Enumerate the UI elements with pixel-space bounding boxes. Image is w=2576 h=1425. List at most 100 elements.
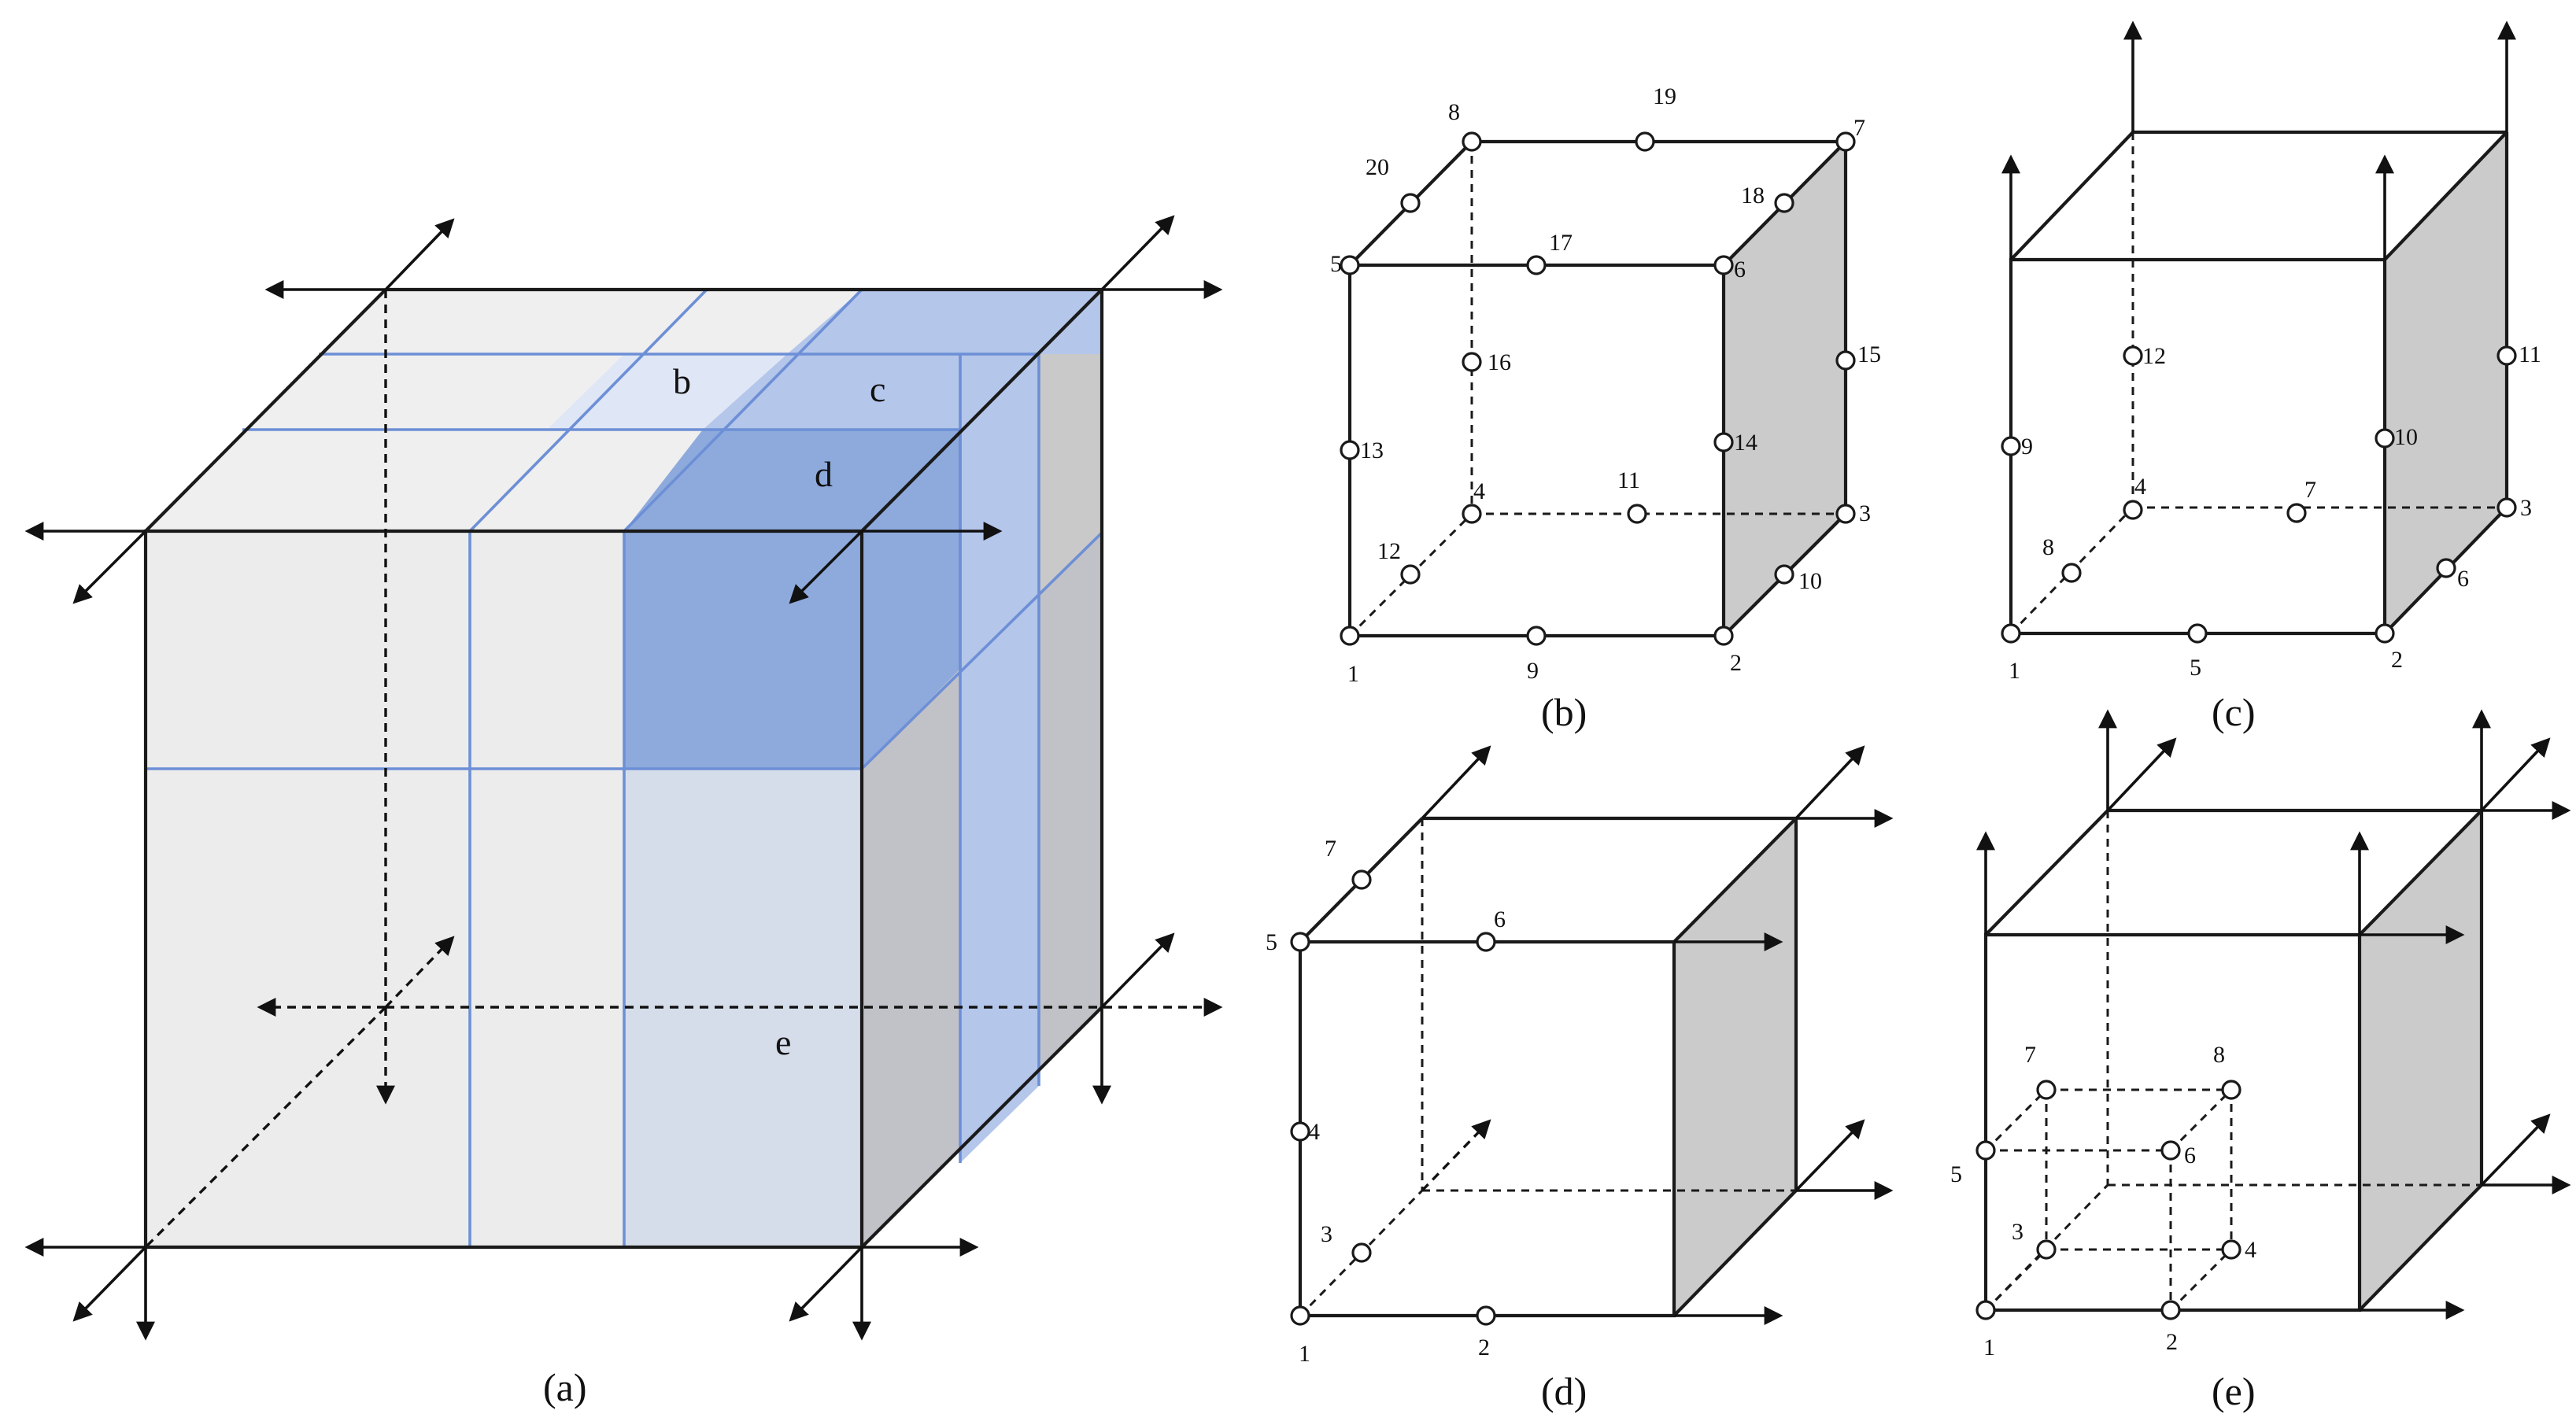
node-marker	[1340, 255, 1360, 275]
node-marker	[1290, 1305, 1310, 1326]
node-marker	[1340, 626, 1360, 646]
panel-c-nodes	[2001, 345, 2517, 644]
node-marker	[1713, 626, 1734, 646]
node-number-label: 1	[1299, 1341, 1310, 1367]
caption-a: (a)	[543, 1365, 587, 1409]
node-number-label: 20	[1366, 154, 1389, 180]
panel-e-node-labels: 1 2 3 4 5 6 7 8	[1950, 1042, 2256, 1360]
node-marker	[1713, 432, 1734, 452]
node-marker	[1627, 504, 1647, 524]
node-marker	[1635, 131, 1655, 152]
block-d-top	[624, 430, 960, 531]
node-number-label: 3	[1859, 500, 1871, 526]
panel-b: 1 2 3 4 5 6 7 8 9 10 11 12 13 14 15 16 1…	[1330, 83, 1881, 734]
node-number-label: 12	[2142, 343, 2166, 369]
block-c-region	[703, 354, 1039, 1163]
block-label-e: e	[775, 1022, 791, 1062]
node-marker	[1975, 1140, 1996, 1161]
node-number-label: 5	[2190, 655, 2201, 681]
caption-e: (e)	[2212, 1369, 2256, 1413]
node-marker	[1774, 193, 1794, 213]
node-marker	[1526, 255, 1547, 275]
node-marker	[1462, 131, 1482, 152]
node-number-label: 7	[2304, 477, 2316, 503]
node-number-label: 6	[1494, 906, 1506, 932]
panel-d-node-labels: 1 2 3 4 5 6 7	[1266, 836, 1506, 1367]
node-number-label: 19	[1653, 83, 1676, 109]
node-number-label: 2	[2391, 647, 2403, 673]
node-number-label: 9	[1527, 658, 1539, 684]
node-number-label: 14	[1734, 430, 1757, 456]
node-marker	[1526, 626, 1547, 646]
node-number-label: 1	[1983, 1335, 1995, 1360]
node-marker	[2286, 503, 2307, 523]
block-label-c: c	[870, 369, 885, 409]
caption-b: (b)	[1541, 690, 1587, 734]
block-d-side	[862, 430, 960, 769]
node-number-label: 7	[1853, 115, 1865, 141]
node-number-label: 5	[1950, 1161, 1962, 1187]
node-marker	[1975, 1300, 1996, 1320]
node-number-label: 4	[2134, 474, 2146, 500]
node-marker	[2001, 623, 2021, 644]
node-marker	[2187, 623, 2208, 644]
node-marker	[2221, 1080, 2242, 1100]
panel-a-axes	[24, 215, 1223, 1341]
node-marker	[2497, 497, 2517, 518]
node-number-label: 8	[2042, 534, 2054, 560]
node-marker	[2061, 563, 2082, 583]
block-b-top	[547, 354, 787, 430]
node-number-label: 15	[1857, 341, 1881, 367]
node-marker	[2497, 345, 2517, 366]
block-label-d: d	[815, 454, 833, 494]
node-number-label: 2	[2166, 1329, 2178, 1355]
node-number-label: 4	[1308, 1119, 1320, 1145]
caption-d: (d)	[1541, 1369, 1587, 1413]
node-number-label: 6	[2184, 1143, 2196, 1168]
node-number-label: 7	[2024, 1042, 2036, 1068]
node-number-label: 2	[1478, 1335, 1490, 1360]
panel-b-node-labels: 1 2 3 4 5 6 7 8 9 10 11 12 13 14 15 16 1…	[1330, 83, 1881, 687]
node-number-label: 12	[1377, 538, 1401, 564]
node-marker	[1462, 504, 1482, 524]
node-number-label: 6	[1734, 257, 1746, 282]
node-number-label: 17	[1549, 230, 1573, 256]
node-number-label: 8	[2213, 1042, 2225, 1068]
panel-e-sub-element	[1984, 1088, 2233, 1312]
node-marker	[2160, 1300, 2181, 1320]
node-marker	[1290, 932, 1310, 952]
node-number-label: 18	[1741, 183, 1765, 209]
caption-c: (c)	[2212, 690, 2256, 734]
node-marker	[2375, 428, 2395, 449]
node-number-label: 11	[2519, 341, 2541, 367]
node-marker	[1835, 504, 1856, 524]
node-marker	[1774, 564, 1794, 585]
panel-e: 1 2 3 4 5 6 7 8 (e)	[1950, 709, 2571, 1413]
node-number-label: 3	[1321, 1221, 1332, 1247]
node-number-label: 1	[1347, 661, 1359, 687]
panel-d: 1 2 3 4 5 6 7 (d)	[1266, 745, 1894, 1413]
block-label-b: b	[673, 361, 691, 401]
panel-a: b c d e (a)	[24, 215, 1223, 1409]
node-marker	[1351, 1242, 1372, 1263]
node-number-label: 8	[1448, 99, 1460, 125]
node-number-label: 10	[1798, 568, 1822, 594]
panel-d-side-face	[1674, 818, 1796, 1316]
node-number-label: 13	[1360, 437, 1384, 463]
node-marker	[1835, 131, 1856, 152]
panel-b-side-face	[1724, 142, 1846, 636]
node-number-label: 3	[2012, 1219, 2023, 1245]
panel-e-nodes	[1975, 1080, 2242, 1320]
node-marker	[1476, 1305, 1496, 1326]
node-number-label: 5	[1330, 251, 1342, 277]
node-marker	[1400, 193, 1421, 213]
node-marker	[2036, 1239, 2057, 1260]
node-number-label: 1	[2009, 658, 2020, 684]
node-number-label: 4	[2245, 1237, 2256, 1263]
node-number-label: 6	[2457, 566, 2469, 592]
node-marker	[1400, 564, 1421, 585]
node-number-label: 2	[1730, 650, 1742, 676]
node-marker	[2436, 558, 2456, 578]
